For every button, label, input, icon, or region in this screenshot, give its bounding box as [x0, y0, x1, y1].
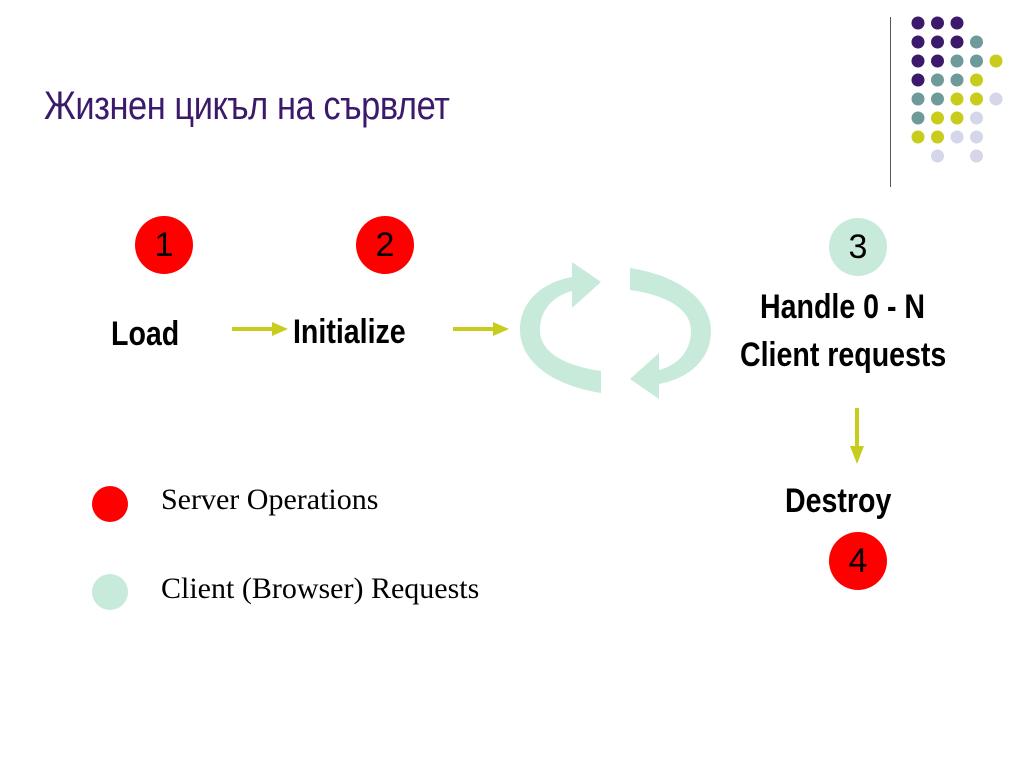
step-2-badge: 2	[356, 216, 414, 274]
arrow-right-icon	[453, 322, 509, 336]
decorative-dot	[950, 35, 964, 49]
decorative-dot	[989, 92, 1003, 106]
decorative-dot	[911, 54, 925, 68]
step-2-number: 2	[375, 225, 395, 264]
step-load-label: Load	[111, 315, 180, 353]
decorative-dot	[931, 54, 944, 68]
decorative-dot	[970, 73, 983, 87]
step-4-number: 4	[848, 541, 868, 580]
decorative-dot	[931, 130, 944, 144]
decorative-dot	[950, 73, 964, 87]
decorative-dot	[931, 73, 944, 87]
decorative-dot	[950, 92, 964, 106]
decorative-dot	[970, 54, 983, 68]
step-initialize-label: Initialize	[293, 313, 406, 351]
decorative-dot	[931, 111, 944, 125]
decorative-dot	[989, 54, 1003, 68]
step-3-badge: 3	[829, 218, 887, 276]
decorative-dot	[970, 130, 983, 144]
decorative-dot	[950, 130, 964, 144]
step-4-badge: 4	[829, 532, 887, 590]
decorative-dot	[911, 35, 925, 49]
decorative-dot	[970, 149, 983, 163]
decorative-dot	[950, 16, 964, 30]
decorative-dot	[911, 73, 925, 87]
decorative-dot	[931, 35, 944, 49]
decorative-dot	[970, 111, 983, 125]
step-1-number: 1	[154, 225, 174, 264]
divider	[890, 17, 891, 187]
legend-client-dot	[92, 574, 128, 610]
decorative-dot	[970, 92, 983, 106]
step-handle-label-line1: Handle 0 - N	[760, 288, 926, 326]
cycle-arrows-icon	[520, 262, 711, 399]
step-destroy-label: Destroy	[785, 482, 892, 520]
decorative-dot	[950, 111, 964, 125]
decorative-dot	[931, 92, 944, 106]
step-handle-label-line2: Client requests	[740, 336, 947, 374]
decorative-dot	[911, 111, 925, 125]
decorative-dot	[931, 16, 944, 30]
step-3-number: 3	[848, 227, 868, 266]
legend-server-dot	[92, 486, 128, 522]
decorative-dot	[950, 54, 964, 68]
page-title: Жизнен цикъл на сървлет	[44, 84, 450, 128]
legend-client-label: Client (Browser) Requests	[161, 572, 480, 605]
arrow-down-icon	[850, 408, 864, 464]
decorative-dot	[911, 92, 925, 106]
arrow-right-icon	[232, 322, 288, 336]
legend-server-label: Server Operations	[161, 483, 379, 516]
decorative-dot	[970, 35, 983, 49]
decorative-dot	[931, 149, 944, 163]
decorative-dot	[911, 130, 925, 144]
decorative-dot	[911, 16, 925, 30]
step-1-badge: 1	[135, 216, 193, 274]
